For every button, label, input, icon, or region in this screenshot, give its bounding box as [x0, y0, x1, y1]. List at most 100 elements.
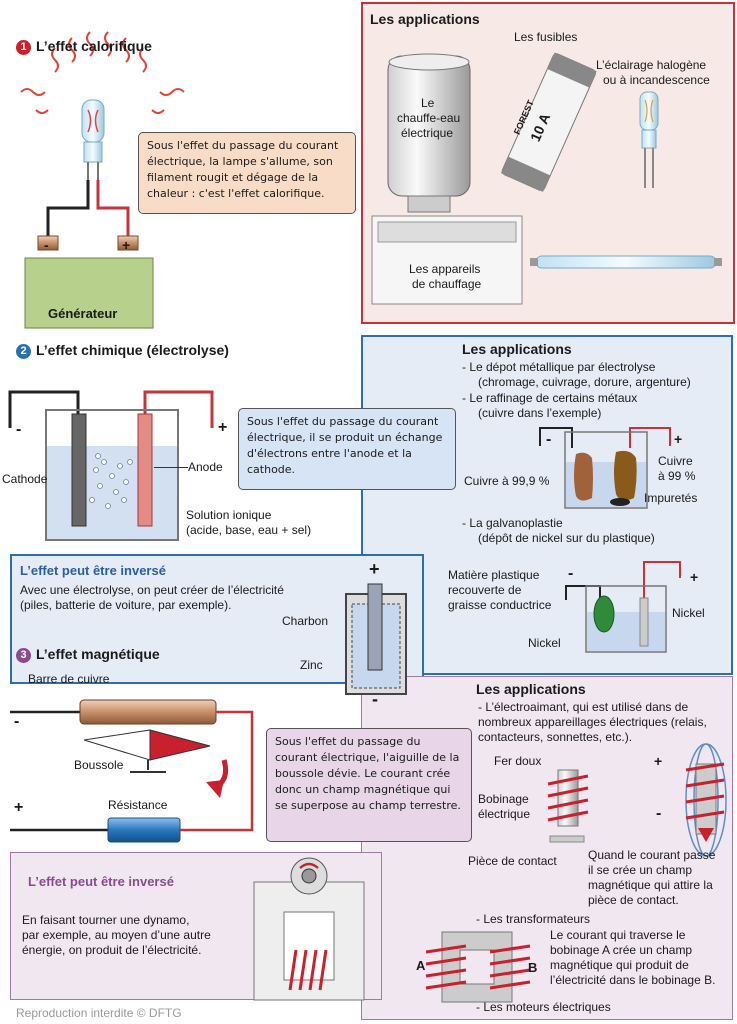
inverse-chemical-line-1: Avec une électrolyse, on peut créer de l…	[20, 583, 284, 597]
heat-waves	[20, 31, 185, 114]
compass-label: Boussole	[74, 758, 124, 772]
charbon-label: Charbon	[282, 614, 329, 628]
copper-999-label: Cuivre à 99,9 %	[464, 474, 550, 488]
plastic-label-2: recouverte de	[448, 583, 522, 597]
section-number-3: 3	[16, 648, 31, 663]
electromagnet-plus: +	[654, 753, 663, 769]
transformer-text-1: Le courant qui traverse le	[550, 928, 686, 942]
solution-label-1: Solution ionique	[186, 508, 272, 522]
apps-magnetic-title: Les applications	[476, 681, 586, 697]
current-label-4: pièce de contact.	[588, 893, 679, 907]
plastic-label-3: graisse conductrice	[448, 598, 552, 612]
radiator-label-1: Les appareils	[409, 262, 481, 276]
inverse-magnetic-title: L’effet peut être inversé	[28, 874, 174, 889]
anode-rod	[137, 413, 153, 527]
cell-minus: -	[372, 689, 378, 709]
heater-label-3: électrique	[401, 126, 454, 140]
apps-chemical-item-1-sub: (chromage, cuivrage, dorure, argenture)	[478, 375, 691, 389]
plastic-label-1: Matière plastique	[448, 568, 540, 582]
magnetic-explanation-bubble: Sous l'effet du passage du courant élect…	[266, 728, 472, 842]
copper-99-label-1: Cuivre	[658, 454, 693, 468]
copper-bar-label: Barre de cuivre	[28, 672, 110, 686]
resistance-label: Résistance	[108, 798, 168, 812]
water-heater	[387, 53, 471, 213]
electrolysis-minus: -	[16, 421, 22, 438]
heater-label-1: Le	[421, 96, 435, 110]
nickel-right-label: Nickel	[672, 606, 705, 620]
apps-magnetic-item-1-line-3: contacteurs, sonnettes, etc.).	[478, 730, 633, 744]
electrolysis-tank	[45, 409, 179, 541]
apps-chemical-item-1: - Le dépot métallique par électrolyse	[462, 360, 656, 374]
solution-label-2: (acide, base, eau + sel)	[186, 523, 312, 537]
electromagnet-minus: -	[656, 805, 662, 822]
generator-minus: -	[44, 237, 49, 253]
generator-plus: +	[122, 237, 131, 253]
apps-magnetic-item-1-line-2: nombreux appareillages électriques (rela…	[478, 715, 707, 729]
refining-plus: +	[674, 431, 683, 447]
nickel-left-label: Nickel	[528, 636, 561, 650]
coil-label-2: électrique	[478, 807, 531, 821]
fuses-label: Les fusibles	[514, 30, 578, 44]
cell-plus: +	[369, 559, 380, 579]
resistor	[107, 817, 181, 843]
section-magnetic-title-text: L’effet magnétique	[36, 646, 160, 662]
impurities-label: Impuretés	[644, 491, 698, 505]
halogen-lamp	[639, 91, 659, 188]
coil-label-1: Bobinage	[478, 792, 529, 806]
inverse-chemical-line-2: (piles, batterie de voiture, par exemple…	[20, 598, 232, 612]
section-heat-title: 1 L’effet calorifique	[16, 38, 152, 55]
generator-box	[24, 257, 154, 329]
chemical-explanation-bubble: Sous l'effet du passage du courant élect…	[238, 408, 456, 490]
section-magnetic-title: 3 L’effet magnétique	[16, 646, 160, 663]
magnetic-minus: -	[14, 713, 20, 730]
section-chemical-title-text: L’effet chimique (électrolyse)	[36, 342, 229, 358]
transformer-text-3: magnétique qui produit de	[550, 958, 689, 972]
section-heat-title-text: L’effet calorifique	[36, 38, 152, 54]
zinc-label: Zinc	[300, 658, 323, 672]
inverse-magnetic-line-3: énergie, on produit de l’électricité.	[22, 943, 202, 957]
heater-label-2: chauffe-eau	[397, 111, 461, 125]
copper-bar	[79, 699, 217, 725]
apps-chemical-item-2-sub: (cuivre dans l’exemple)	[478, 406, 602, 420]
anode-label: Anode	[188, 460, 223, 474]
bulb	[81, 99, 105, 180]
apps-chemical-title: Les applications	[462, 341, 572, 357]
halogen-label-2: ou à incandescence	[603, 73, 710, 87]
electrolysis-plus: +	[218, 419, 228, 436]
cathode-rod	[71, 413, 87, 527]
magnetic-plus: +	[14, 799, 24, 816]
section-number-2: 2	[16, 344, 31, 359]
inverse-magnetic-line-1: En faisant tourner une dynamo,	[22, 913, 190, 927]
compass-needle	[83, 729, 211, 773]
soft-iron-label: Fer doux	[494, 754, 542, 768]
galvano-plus: +	[690, 569, 699, 585]
footer-copyright: Reproduction interdite © DFTG	[16, 1006, 182, 1020]
radiator	[371, 215, 523, 305]
inverse-chemical-title: L’effet peut être inversé	[20, 563, 166, 578]
generator-label: Générateur	[48, 306, 118, 321]
apps-magnetic-item-1-line-1: - L’électroaimant, qui est utilisé dans …	[478, 700, 689, 714]
halogen-label-1: L’éclairage halogène	[596, 58, 707, 72]
radiator-label-2: de chauffage	[412, 277, 482, 291]
coil-b-label: B	[528, 960, 538, 975]
section-number-1: 1	[16, 40, 31, 55]
inverse-magnetic-line-2: par exemple, au moyen d’une autre	[22, 928, 211, 942]
heat-explanation-bubble: Sous l'effet du passage du courant élect…	[138, 132, 356, 214]
galvano-minus: -	[568, 565, 574, 582]
cathode-label: Cathode	[2, 472, 48, 486]
refining-minus: -	[546, 431, 552, 448]
current-label-1: Quand le courant passe	[588, 848, 716, 862]
transformer-text-2: bobinage A crée un champ	[550, 943, 693, 957]
contact-label: Pièce de contact	[468, 854, 557, 868]
apps-chemical-item-3-sub: (dépôt de nickel sur du plastique)	[478, 531, 655, 545]
copper-99-label-2: à 99 %	[658, 469, 696, 483]
current-label-3: magnétique qui attire la	[588, 878, 713, 892]
fuse	[500, 52, 597, 192]
current-label-2: il se crée un champ	[588, 863, 693, 877]
anode-pointer	[154, 467, 188, 468]
transformer-text-4: l’électricité dans le bobinage B.	[550, 973, 716, 987]
apps-heat-title: Les applications	[370, 11, 480, 27]
halogen-tube	[530, 255, 722, 269]
coil-a-label: A	[416, 958, 426, 973]
